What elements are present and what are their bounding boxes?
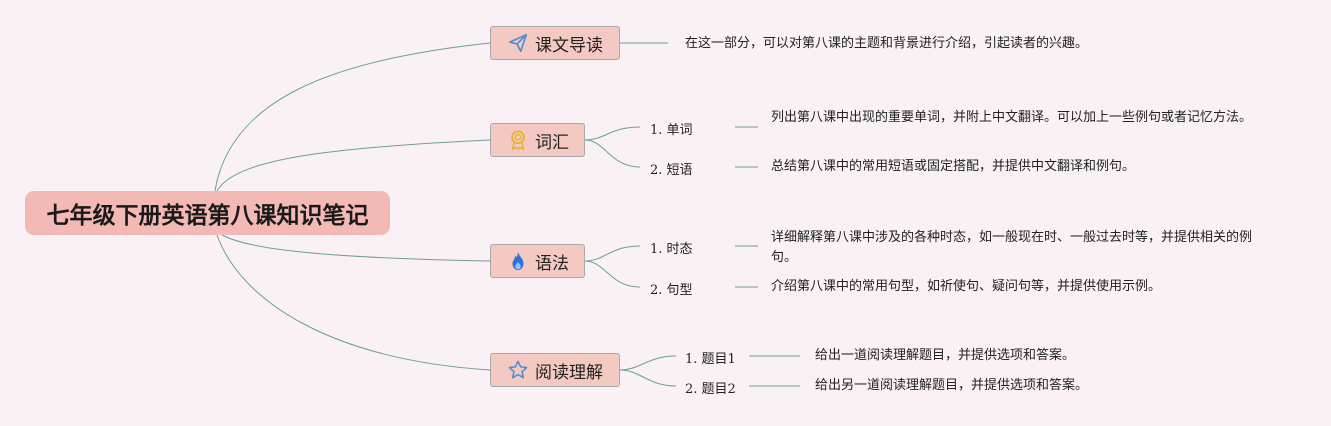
paper-plane-icon [507,32,529,54]
subtopic-words[interactable]: 1. 单词 [650,123,693,138]
subtopic-question-1[interactable]: 1. 题目1 [685,352,736,367]
award-medal-icon [507,129,529,151]
subtopic-question-2[interactable]: 2. 题目2 [685,382,736,397]
root-branch-connector [216,139,491,192]
root-topic[interactable]: 七年级下册英语第八课知识笔记 [25,191,390,235]
subtopic-description: 给出一道阅读理解题目，并提供选项和答案。 [815,348,1076,363]
flame-icon [507,250,529,272]
subtopic-description: 列出第八课中出现的重要单词，并附上中文翻译。可以加上一些例句或者记忆方法。 [771,110,1253,125]
branch-description: 在这一部分，可以对第八课的主题和背景进行介绍，引起读者的兴趣。 [685,36,1089,51]
sub-connector [619,369,677,387]
branch-reading[interactable]: 阅读理解 [490,353,620,387]
branch-label: 词汇 [535,132,569,153]
subtopic-phrases[interactable]: 2. 短语 [650,163,693,178]
root-branch-connector [221,234,491,262]
subtopic-description: 给出另一道阅读理解题目，并提供选项和答案。 [815,378,1089,393]
sub-connector [619,355,677,371]
branch-label: 课文导读 [535,35,603,56]
root-branch-connector [216,234,491,371]
branch-label: 语法 [535,253,569,274]
sub-connector [584,245,641,262]
root-branch-connector [214,42,491,192]
branch-intro[interactable]: 课文导读 [490,26,620,60]
branch-vocabulary[interactable]: 词汇 [490,123,585,157]
subtopic-description: 总结第八课中的常用短语或固定搭配，并提供中文翻译和例句。 [771,159,1136,174]
subtopic-tenses[interactable]: 1. 时态 [650,242,693,257]
subtopic-sentence-patterns[interactable]: 2. 句型 [650,283,693,298]
branch-label: 阅读理解 [535,362,603,383]
star-icon [507,359,529,381]
subtopic-description: 详细解释第八课中涉及的各种时态，如一般现在时、一般过去时等，并提供相关的例句。 [771,230,1253,265]
sub-connector [584,126,641,141]
subtopic-description: 介绍第八课中的常用句型，如祈使句、疑问句等，并提供使用示例。 [771,279,1162,294]
sub-connector [584,139,641,168]
sub-connector [584,260,641,288]
branch-grammar[interactable]: 语法 [490,244,585,278]
